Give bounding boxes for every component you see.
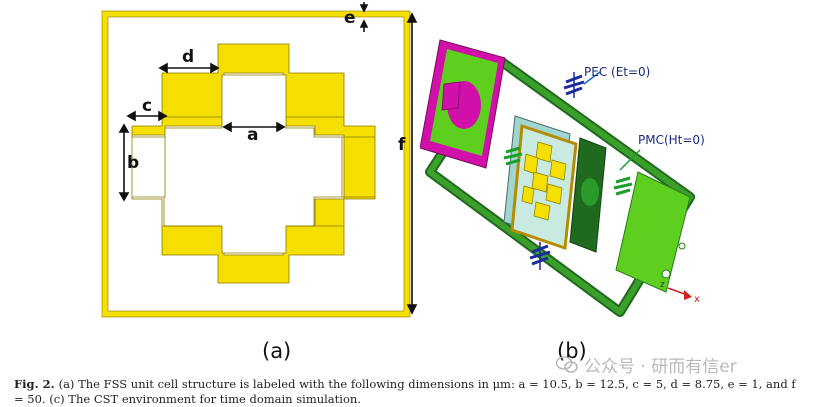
sublabel-b: (b) xyxy=(557,339,587,363)
watermark: 公众号 · 研而有信er xyxy=(556,352,737,377)
label-a: a xyxy=(247,125,258,145)
label-d: d xyxy=(182,47,194,67)
watermark-text: 公众号 · 研而有信er xyxy=(584,357,737,377)
pec-symbol xyxy=(563,72,585,98)
label-c: c xyxy=(142,96,152,116)
caption-label: Fig. 2. xyxy=(14,377,55,391)
outer-frame xyxy=(102,11,410,317)
port-right xyxy=(615,171,691,293)
caption-text: (a) The FSS unit cell structure is label… xyxy=(14,377,796,406)
sublabel-a: (a) xyxy=(262,339,292,363)
label-e: e xyxy=(344,8,356,28)
label-f: f xyxy=(398,135,406,155)
axis-z-label: z xyxy=(660,280,665,290)
pmc-label: PMC(Ht=0) xyxy=(638,133,705,147)
wechat-icon xyxy=(556,355,578,373)
fss-unit-cell-diagram: d c a b f e xyxy=(101,2,418,318)
cst-simulation-diagram: PEC (Et=0) PMC(Ht=0) x z xyxy=(420,39,705,317)
pmc-symbol xyxy=(503,146,633,196)
label-b: b xyxy=(127,153,139,173)
pec-label: PEC (Et=0) xyxy=(584,65,650,79)
figure-caption: Fig. 2.(a) The FSS unit cell structure i… xyxy=(14,377,804,407)
axis-x-label: x xyxy=(694,294,700,305)
cross-ring xyxy=(131,43,376,284)
